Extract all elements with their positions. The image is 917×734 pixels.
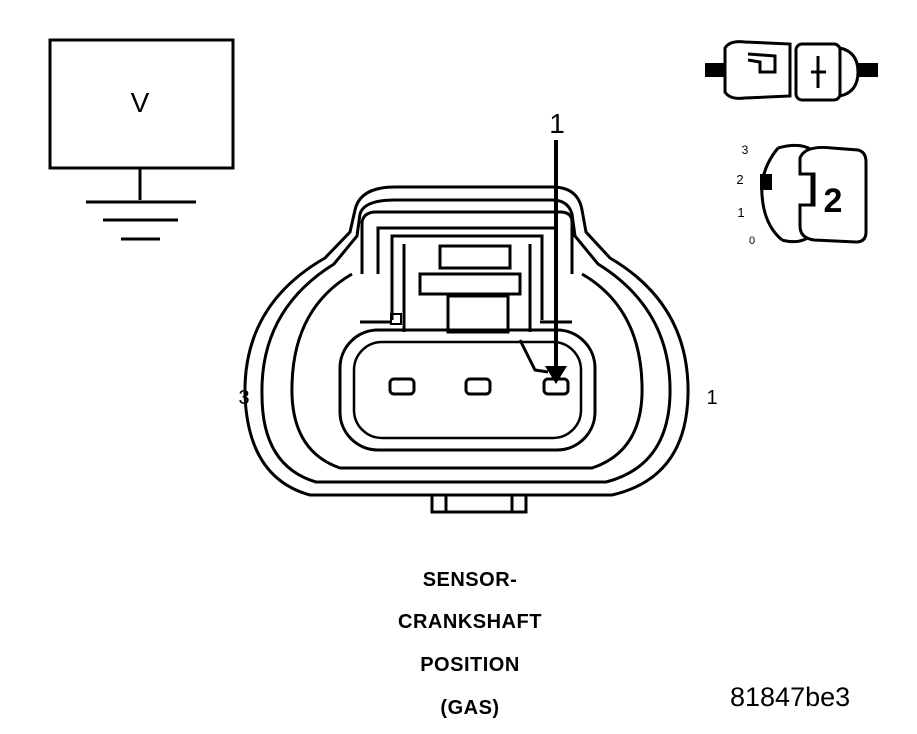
caption-line-3: POSITION [420, 654, 520, 676]
figure-reference: 81847be3 [730, 682, 851, 712]
connector-inner-shell [260, 198, 672, 484]
pin-callout-label: 1 [549, 108, 565, 139]
step-number: 2 [824, 182, 843, 220]
terminal-cavity [338, 328, 597, 452]
step-selector-icon [760, 143, 868, 244]
scale-label-1: 1 [737, 205, 744, 220]
pin-label-left: 3 [238, 387, 249, 409]
scale-label-2: 2 [736, 172, 743, 187]
voltmeter-symbol [48, 38, 235, 241]
pin-label-right: 1 [706, 387, 717, 409]
caption-line-1: SENSOR- [422, 569, 518, 591]
terminal-pin-2 [464, 377, 492, 396]
connector-outer-shell [243, 185, 690, 497]
terminal-pin-3 [388, 377, 416, 396]
voltmeter-label: V [131, 87, 150, 118]
scale-label-3: 3 [742, 143, 749, 157]
caption-line-4: (GAS) [440, 697, 500, 719]
scale-label-0: 0 [749, 235, 755, 247]
terminal-pins [388, 377, 570, 396]
pin-callout-arrow [545, 140, 567, 384]
connector-face [243, 185, 690, 514]
caption-line-2: CRANKSHAFT [398, 611, 542, 633]
probe-connector-icon [705, 40, 878, 102]
